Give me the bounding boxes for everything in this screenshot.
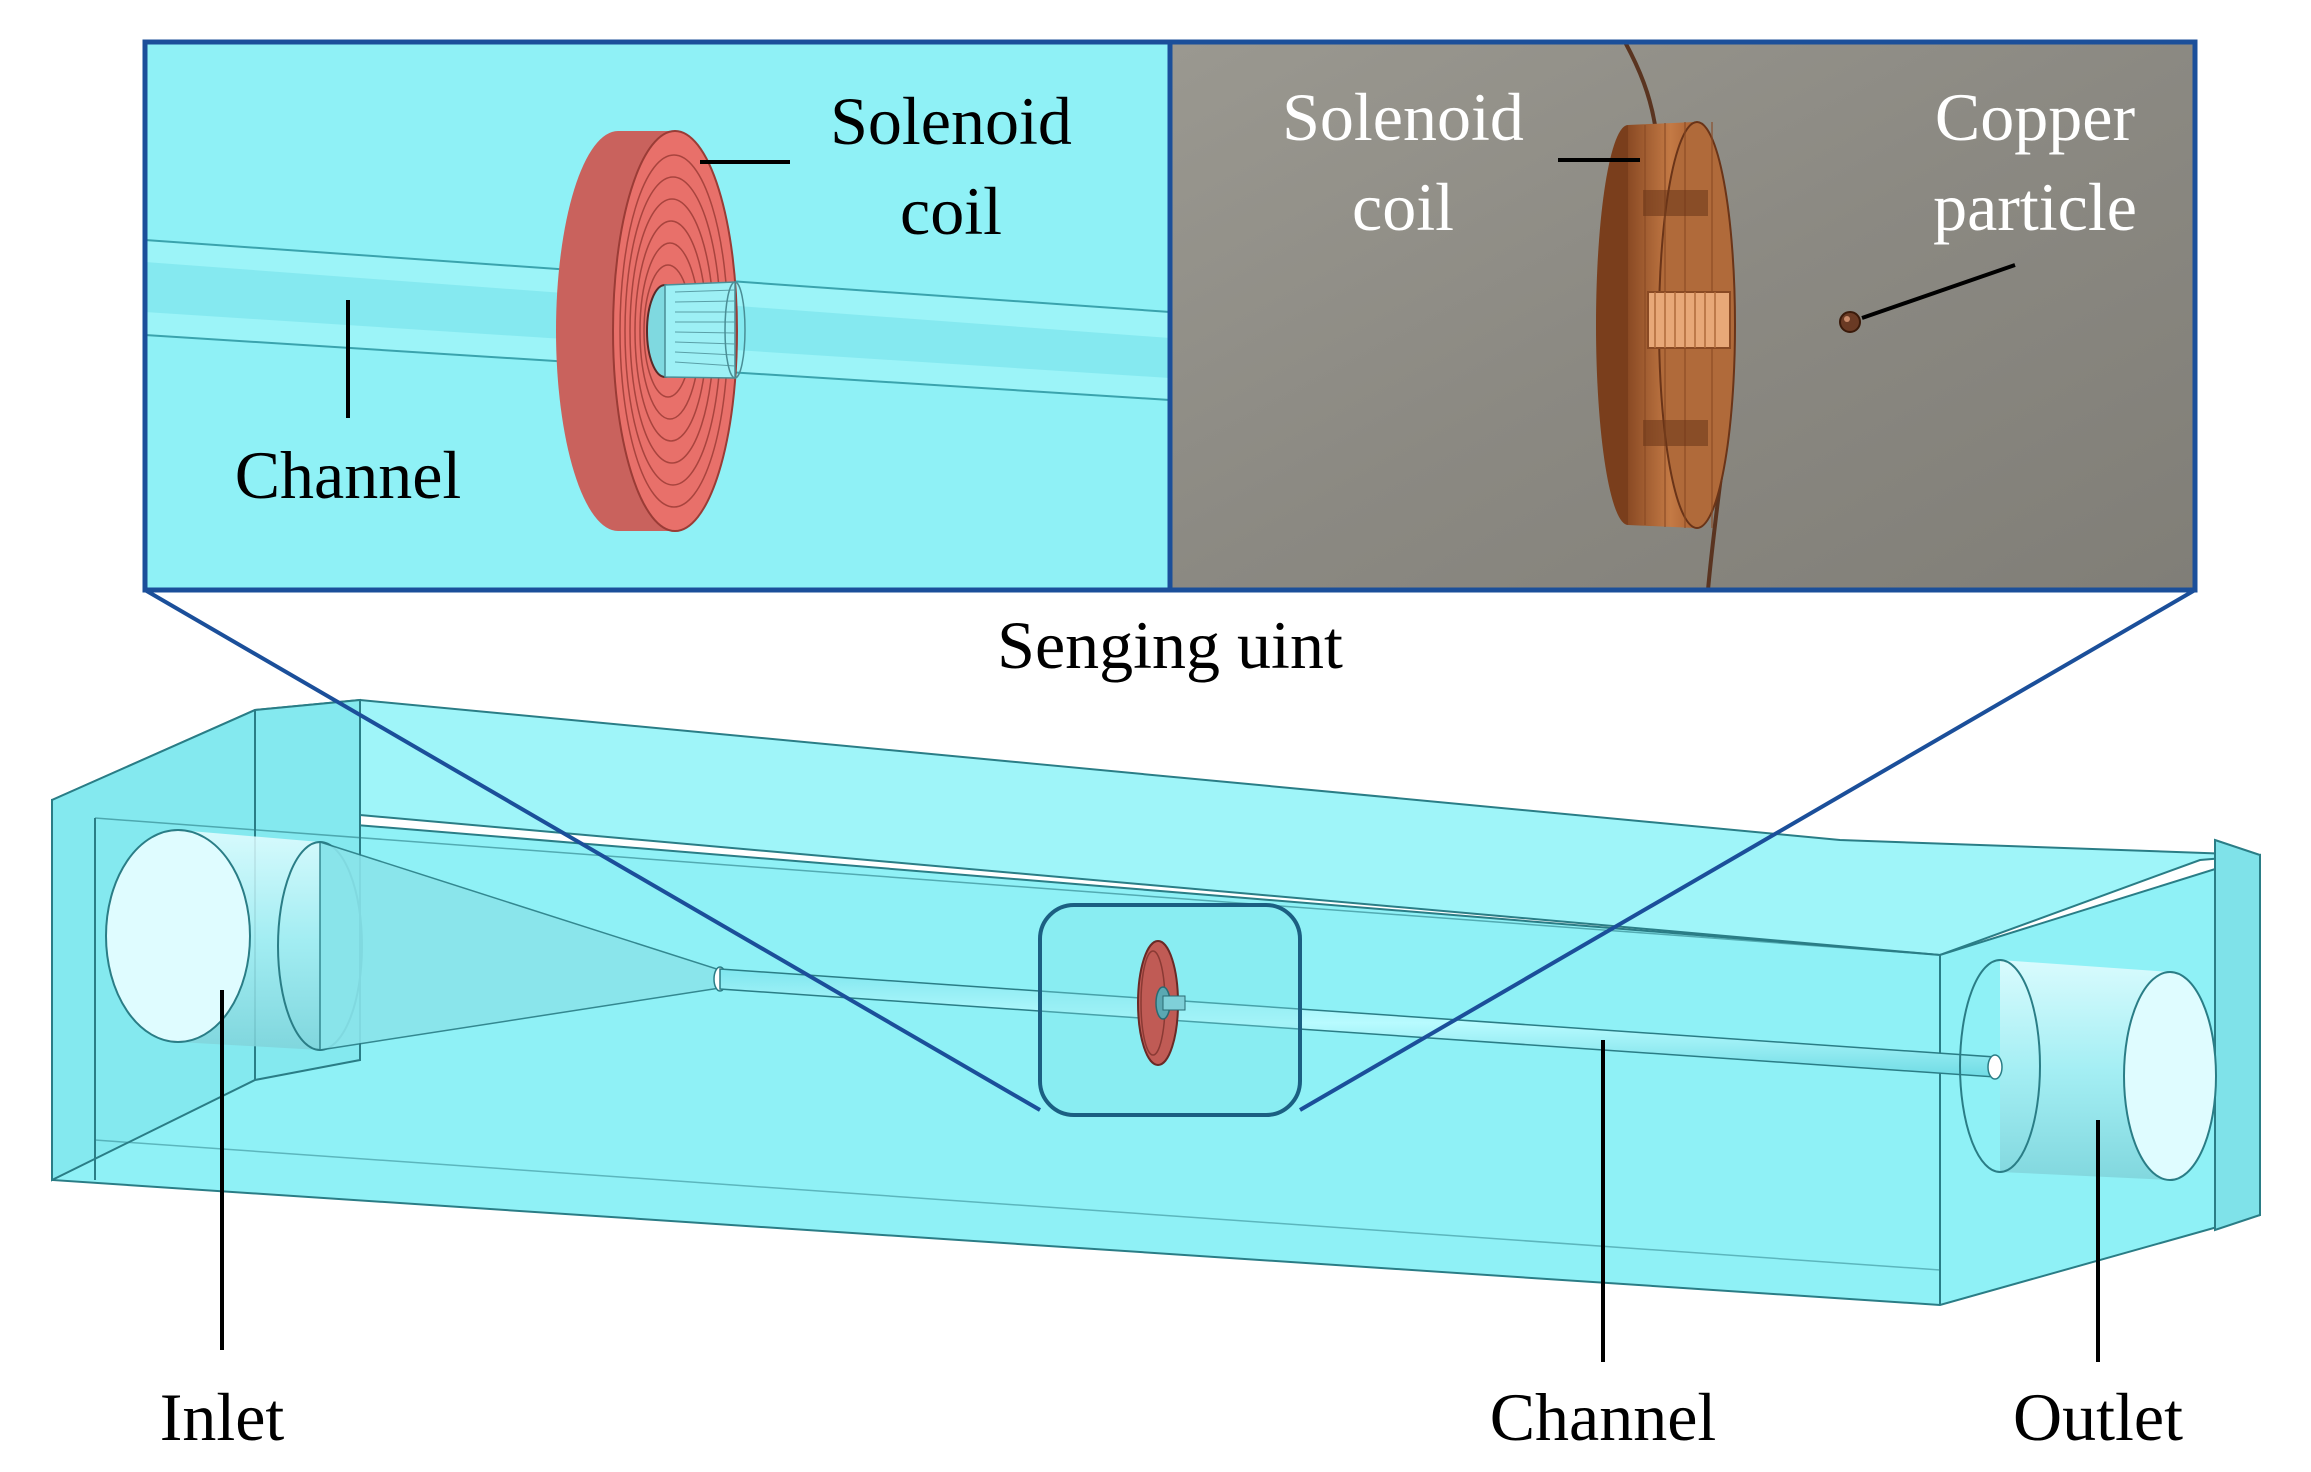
solenoid-coil-label-1: Solenoid bbox=[830, 83, 1072, 159]
zoom-panel-photo: Solenoid coil Copper particle bbox=[1170, 41, 2195, 591]
outlet-chamber bbox=[1959, 959, 2217, 1181]
copper-particle-label-2: particle bbox=[1933, 169, 2137, 245]
zoom-panel-3d: Solenoid coil Channel bbox=[144, 42, 1171, 590]
solenoid-coil-photo bbox=[1596, 121, 1736, 529]
solenoid-coil-render bbox=[556, 130, 746, 532]
solenoid-coil-label-2: coil bbox=[900, 173, 1002, 249]
channel-label-zoom: Channel bbox=[235, 437, 462, 513]
outlet-label: Outlet bbox=[2013, 1379, 2183, 1455]
inlet-label: Inlet bbox=[160, 1379, 285, 1455]
copper-particle-label-1: Copper bbox=[1935, 79, 2136, 155]
sensing-unit-box bbox=[1038, 903, 1302, 1117]
zoom-connectors bbox=[143, 588, 2197, 1112]
channel-label: Channel bbox=[1490, 1379, 1717, 1455]
solenoid-coil-photo-label-2: coil bbox=[1352, 169, 1454, 245]
copper-particle-photo bbox=[1839, 311, 1861, 333]
solenoid-coil-photo-label-1: Solenoid bbox=[1282, 79, 1524, 155]
sensing-unit-label: Senging uint bbox=[997, 607, 1343, 683]
